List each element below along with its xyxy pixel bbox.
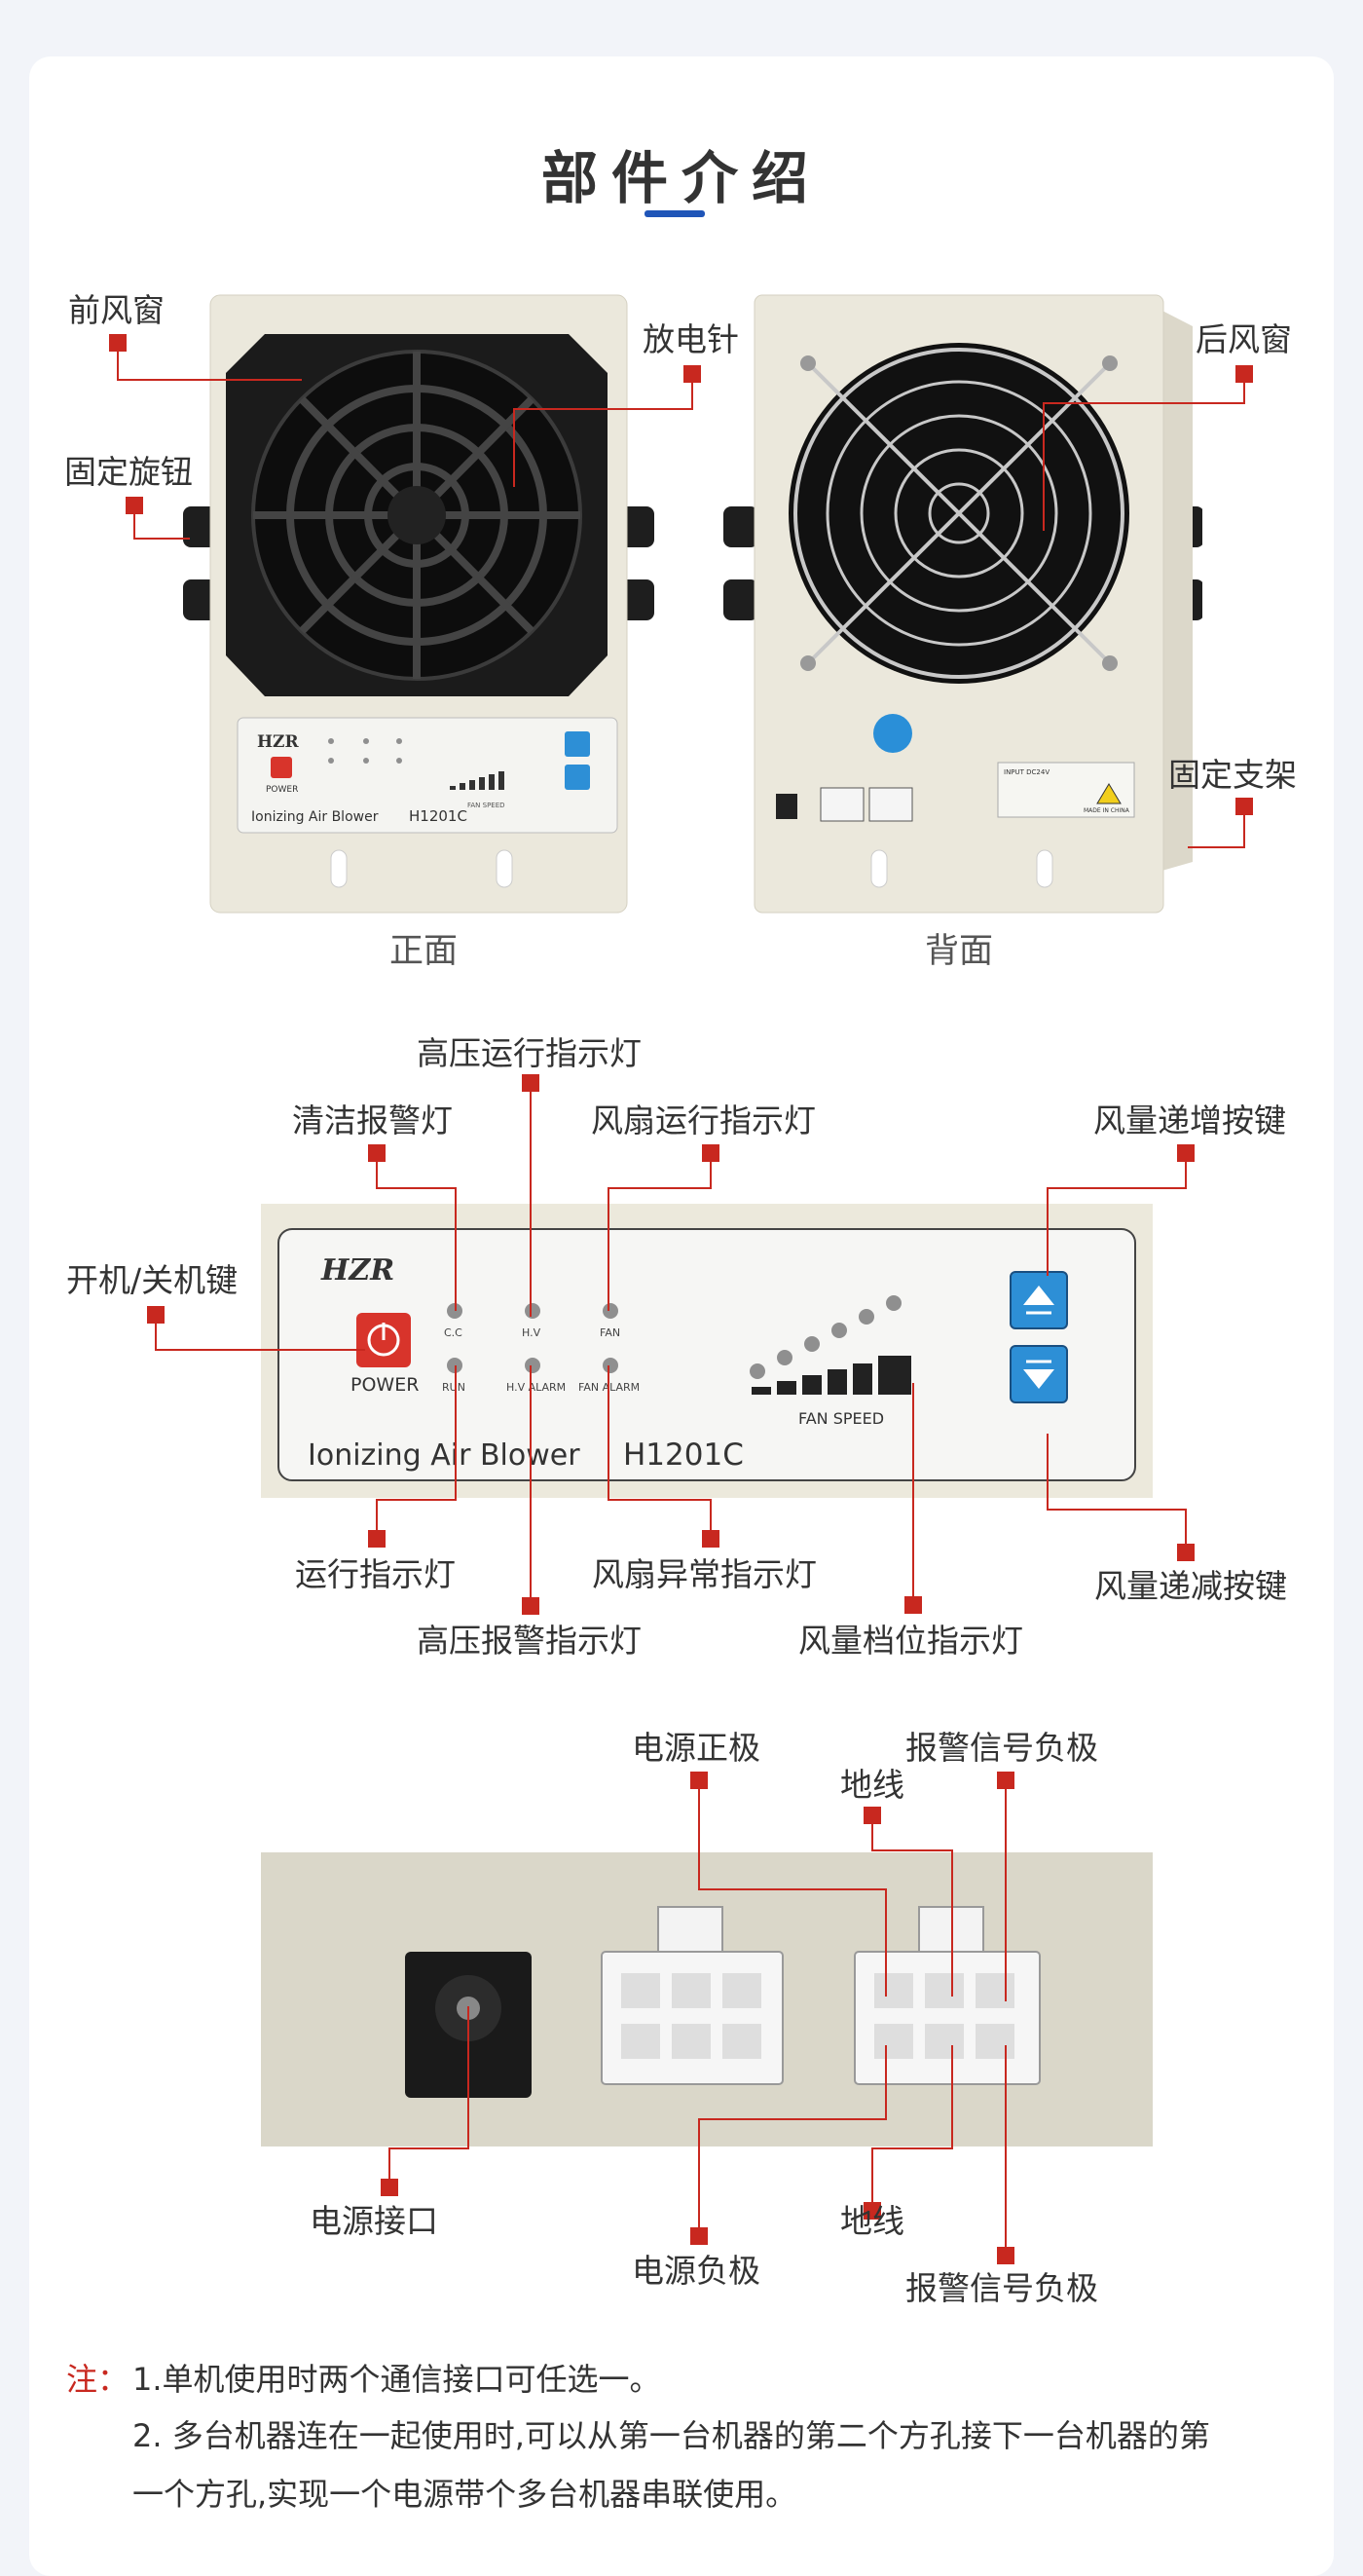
label-run-indicator: 运行指示灯	[295, 1555, 456, 1593]
label-speed-down-key: 风量递减按键	[1094, 1567, 1287, 1605]
panel-hv: H.V	[522, 1326, 541, 1339]
back-made-in: MADE IN CHINA	[1084, 807, 1130, 814]
note-prefix: 注：	[66, 2361, 129, 2398]
panel-model: H1201C	[623, 1437, 744, 1473]
panel-run: RUN	[442, 1381, 465, 1394]
front-power-text: POWER	[266, 785, 298, 795]
label-clean-alarm-light: 清洁报警灯	[292, 1101, 453, 1139]
caption-front: 正面	[389, 932, 459, 971]
panel-power-text: POWER	[350, 1374, 419, 1396]
panel-fan-alarm: FAN ALARM	[578, 1381, 640, 1394]
panel-fan-speed: FAN SPEED	[798, 1409, 884, 1428]
label-fan-alarm-indicator: 风扇异常指示灯	[592, 1555, 817, 1593]
panel-fan: FAN	[600, 1326, 620, 1339]
label-ground-top: 地线	[840, 1766, 904, 1804]
front-product-name: Ionizing Air Blower	[251, 809, 379, 825]
label-speed-level-indicator: 风量档位指示灯	[798, 1622, 1023, 1660]
label-fan-run-indicator: 风扇运行指示灯	[591, 1101, 816, 1139]
control-panel-image: HZR POWER C.C H.V FAN RUN H.V ALARM FAN …	[261, 1204, 1153, 1498]
panel-brand: HZR	[320, 1253, 394, 1288]
label-speed-up-key: 风量递增按键	[1093, 1101, 1286, 1139]
label-fixing-bracket: 固定支架	[1168, 756, 1297, 794]
front-fan-speed: FAN SPEED	[467, 802, 505, 809]
label-power-negative: 电源负极	[632, 2252, 760, 2290]
panel-cc: C.C	[444, 1326, 462, 1339]
panel-hv-alarm: H.V ALARM	[506, 1381, 566, 1394]
label-power-positive: 电源正极	[632, 1729, 760, 1767]
front-view-image: HZR POWER Ionizing Air Blower H1201C FAN…	[183, 294, 654, 914]
panel-product-name: Ionizing Air Blower	[308, 1438, 580, 1473]
label-power-jack: 电源接口	[310, 2202, 438, 2240]
label-power-key: 开机/关机键	[66, 1261, 239, 1299]
connector-panel-image	[261, 1852, 1153, 2147]
back-view-image: INPUT DC24V MADE IN CHINA	[723, 294, 1202, 914]
label-hv-run-indicator: 高压运行指示灯	[417, 1034, 642, 1072]
note-line-1: 1.单机使用时两个通信接口可任选一。	[132, 2361, 661, 2398]
label-rear-window: 后风窗	[1196, 320, 1292, 358]
front-model: H1201C	[409, 807, 467, 825]
label-discharge-needle: 放电针	[643, 320, 739, 358]
label-ground-bottom: 地线	[840, 2202, 904, 2240]
label-front-window: 前风窗	[68, 291, 165, 329]
label-hv-alarm-indicator: 高压报警指示灯	[417, 1622, 642, 1660]
label-fixing-knob: 固定旋钮	[64, 453, 193, 491]
back-input-label: INPUT DC24V	[1004, 768, 1050, 776]
title-underline	[645, 210, 705, 217]
front-brand: HZR	[257, 732, 299, 752]
label-alarm-negative-top: 报警信号负极	[905, 1729, 1098, 1767]
note-line-2: 2. 多台机器连在一起使用时,可以从第一台机器的第二个方孔接下一台机器的第	[132, 2417, 1210, 2454]
note-line-3: 一个方孔,实现一个电源带个多台机器串联使用。	[132, 2476, 797, 2513]
label-alarm-negative-bottom: 报警信号负极	[905, 2269, 1098, 2307]
page-title: 部件介绍	[540, 145, 822, 211]
caption-back: 背面	[925, 932, 994, 971]
